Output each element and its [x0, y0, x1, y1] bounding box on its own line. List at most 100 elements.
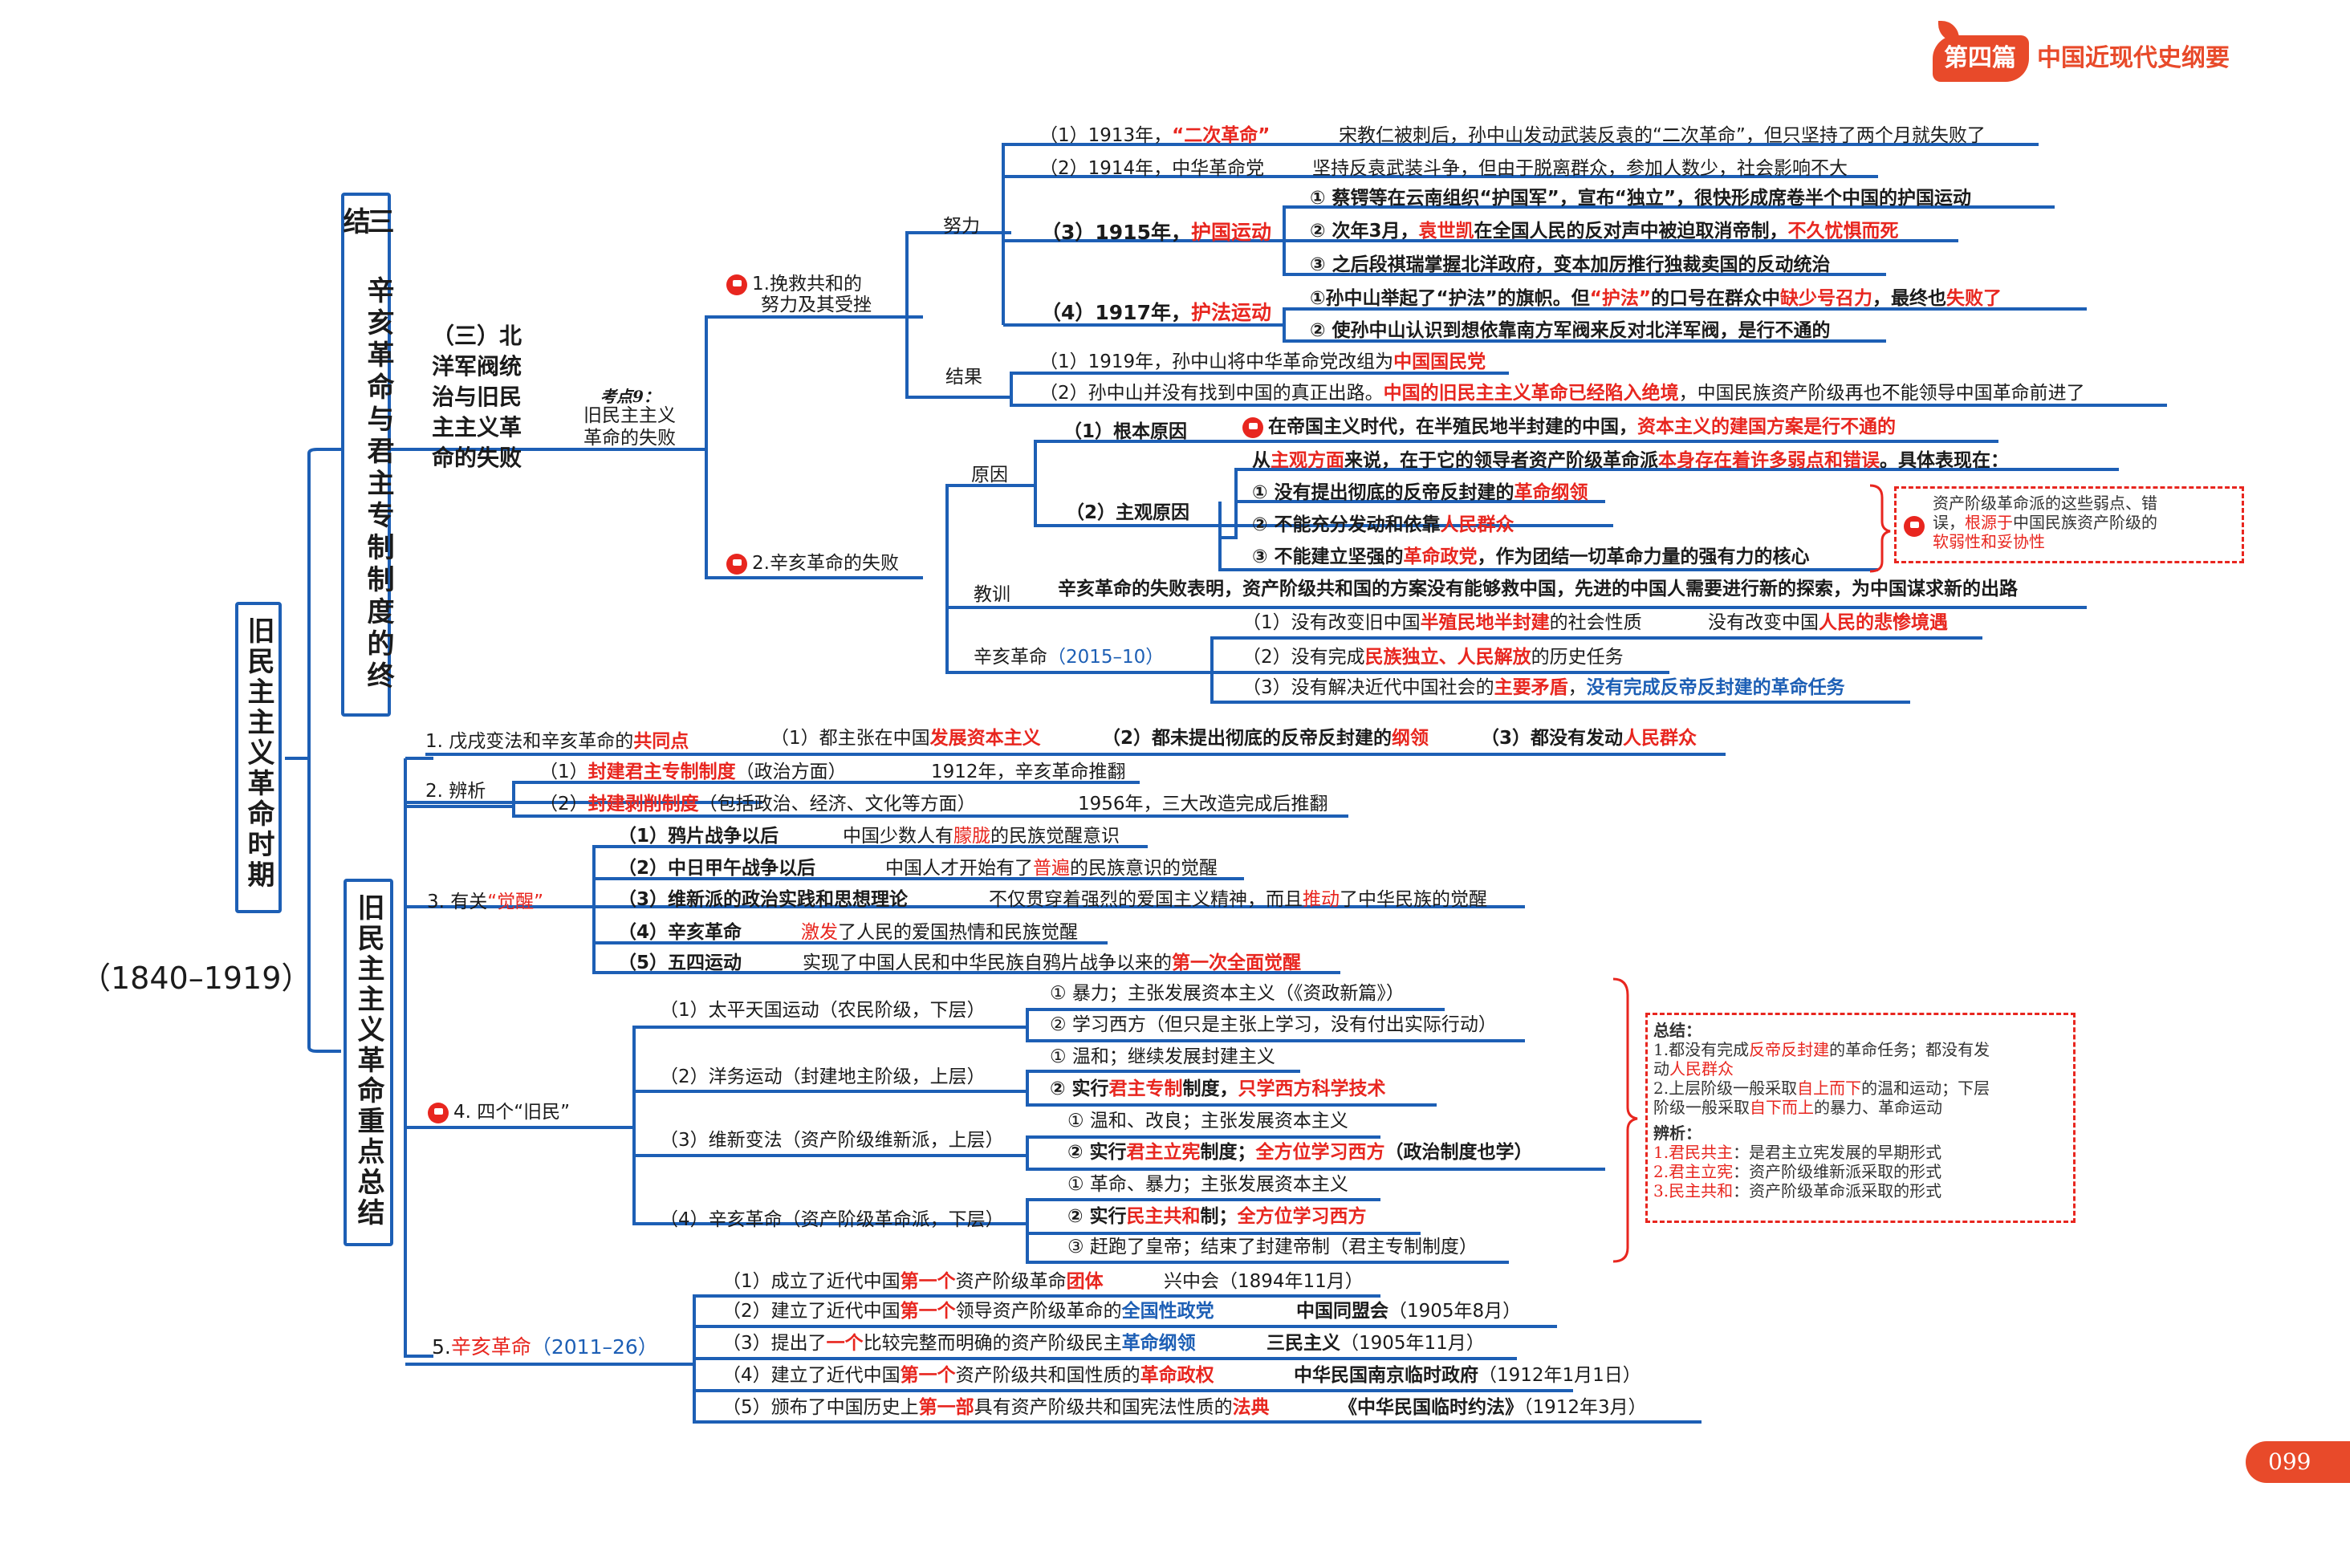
t: 第一个 — [900, 1365, 956, 1386]
t: ② 不能充分发动和依靠 — [1252, 514, 1441, 535]
note-line: 误，根源于中国民族资产阶级的 — [1933, 513, 2157, 532]
summary-5: 5.辛亥革命（2011–26） — [432, 1336, 658, 1359]
t: 没有改变中国 — [1708, 612, 1819, 633]
t: “护法” — [1589, 288, 1651, 309]
t: （1912年3月） — [1523, 1397, 1647, 1418]
t: 的社会性质 — [1549, 612, 1642, 633]
t: （5）颁布了中国历史上 — [722, 1397, 919, 1418]
t: ① 没有提出彻底的反帝反封建的 — [1252, 482, 1514, 503]
t: 的革命任务；都没有发 — [1829, 1040, 1990, 1059]
header-badge-text: 第四篇 — [1944, 44, 2016, 72]
note-line: 1.都没有完成反帝反封建的革命任务；都没有发 — [1653, 1040, 1990, 1059]
t: 三民主义 — [1266, 1333, 1340, 1354]
t: 辛亥革命 — [450, 1335, 531, 1359]
note-line: 2.上层阶级一般采取自上而下的温和运动；下层 — [1653, 1079, 1990, 1098]
t: 普遍 — [1033, 858, 1070, 879]
t: 团体 — [1066, 1271, 1104, 1292]
t: ，中国民族资产阶级再也不能领导中国革命前进了 — [1678, 383, 2085, 404]
summary-4: 4. 四个“旧民” — [428, 1101, 570, 1123]
summary-4-4b: ② 实行民主共和制；全方位学习西方 — [1067, 1205, 1366, 1228]
t: 封建君主专制制度 — [588, 762, 736, 782]
t: ② 次年3月， — [1310, 221, 1419, 242]
xinhai-1: （1）没有改变旧中国半殖民地半封建的社会性质 — [1242, 611, 1642, 634]
summary-3-2-desc: 中国人才开始有了普遍的民族意识的觉醒 — [885, 857, 1218, 879]
effort-4-2: ② 使孙中山认识到想依靠南方军阀来反对北洋军阀，是行不通的 — [1310, 320, 1831, 341]
t: （1905年8月） — [1388, 1301, 1522, 1322]
effort-1: （1）1913年，“二次革命” — [1039, 124, 1270, 147]
node-save-republic: 1.挽救共和的 — [726, 273, 862, 295]
kaodian-label: 考点9： — [600, 387, 660, 406]
t: （2011–26） — [531, 1335, 658, 1359]
t: 革命政党 — [1403, 546, 1478, 567]
t: 只学西方科学技术 — [1238, 1079, 1386, 1099]
t: （2015–10） — [1047, 647, 1165, 668]
t: 《中华民国临时约法》 — [1339, 1397, 1523, 1418]
t: 法典 — [1232, 1397, 1270, 1418]
t: 反帝反封建 — [1749, 1040, 1830, 1059]
part3-title: 三 辛亥革命与君主专制制度的终结 — [338, 207, 394, 693]
t: 在帝国主义时代，在半殖民地半封建的中国， — [1268, 416, 1637, 437]
summary-box: 旧民主主义革命重点总结 — [344, 879, 393, 1246]
t: 根源于 — [1965, 513, 2013, 532]
note-line: 1.君民共主：是君主立宪发展的早期形式 — [1653, 1143, 1990, 1162]
t: 半殖民地半封建 — [1420, 612, 1550, 633]
t: 1. 戊戌变法和辛亥革命的 — [425, 731, 634, 752]
result-1: （1）1919年，孙中山将中华革命党改组为中国国民党 — [1039, 351, 1486, 373]
note-line: 动人民群众 — [1653, 1059, 1990, 1079]
t: 人民群众 — [1440, 514, 1514, 535]
t: 封建剥削制度 — [588, 794, 699, 814]
header-title: 中国近现代史纲要 — [2037, 44, 2230, 72]
t: 4. 四个“旧民” — [453, 1102, 571, 1123]
label-result: 结果 — [945, 367, 982, 388]
t: 从 — [1252, 450, 1271, 471]
lesson-desc: 辛亥革命的失败表明，资产阶级共和国的方案没有能够救中国，先进的中国人需要进行新的… — [1058, 579, 2018, 599]
t: 动 — [1653, 1059, 1669, 1079]
t: 阶级一般采取 — [1653, 1098, 1750, 1117]
t: 护国运动 — [1190, 221, 1271, 244]
t: 人民的悲惨境遇 — [1819, 612, 1948, 633]
t: （2）没有完成 — [1242, 647, 1365, 668]
t: 自上而下 — [1797, 1079, 1862, 1098]
t: 护法运动 — [1190, 301, 1271, 324]
kaodian-line: 旧民主主义 — [583, 405, 676, 426]
summary-3-5: （5）五四运动 — [618, 953, 742, 973]
t: 来说，在于它的领导者资产阶级革命派 — [1344, 450, 1658, 471]
t: 袁世凯 — [1418, 221, 1474, 242]
t: 2.君主立宪 — [1653, 1162, 1734, 1181]
t: （3）都没有发动 — [1481, 728, 1624, 749]
summary-5-4-org: 中华民国南京临时政府（1912年1月1日） — [1294, 1364, 1641, 1387]
t: 了中华民族的觉醒 — [1340, 889, 1487, 910]
note-line: 阶级一般采取自下而上的暴力、革命运动 — [1653, 1098, 1990, 1117]
t: 第一个 — [900, 1301, 956, 1322]
subjective-3: ③ 不能建立坚强的革命政党，作为团结一切革命力量的强有力的核心 — [1252, 546, 1809, 568]
t: 1.君民共主 — [1653, 1143, 1734, 1162]
t: ①孙中山举起了“护法”的旗帜。但 — [1310, 288, 1590, 309]
node-xinhai-failure: 2.辛亥革命的失败 — [726, 552, 899, 575]
t: 革命政权 — [1140, 1365, 1214, 1386]
t: （2）建立了近代中国 — [722, 1301, 901, 1322]
t: ② 实行 — [1067, 1206, 1127, 1227]
effort-3: （3）1915年，护国运动 — [1041, 221, 1271, 244]
t: “觉醒” — [487, 892, 544, 912]
t: 发展资本主义 — [929, 728, 1041, 749]
summary-5-3: （3）提出了一个比较完整而明确的资产阶级民主革命纲领 — [722, 1332, 1196, 1355]
t: （3）1915年， — [1041, 221, 1191, 244]
summary-2-2: （2）封建剥削制度（包括政治、经济、文化等方面） — [539, 793, 976, 815]
note-box-summary — [1645, 1013, 2076, 1223]
t: 3.民主共和 — [1653, 1181, 1734, 1200]
t: （政治方面） — [735, 762, 847, 782]
root-node-box: 旧民主主义革命时期 — [235, 602, 282, 913]
summary-3-3-desc: 不仅贯穿着强烈的爱国主义精神，而且推动了中华民族的觉醒 — [989, 888, 1487, 911]
t: 君主立宪 — [1126, 1142, 1201, 1163]
t: “二次革命” — [1172, 125, 1271, 146]
summary-2: 2. 辨析 — [425, 781, 486, 802]
t: ：资产阶级维新派采取的形式 — [1733, 1162, 1942, 1181]
t: （1）都主张在中国 — [770, 728, 930, 749]
t: 中国国民党 — [1393, 351, 1486, 372]
effort-3-1: ① 蔡锷等在云南组织“护国军”，宣布“独立”，很快形成席卷半个中国的护国运动 — [1310, 188, 1971, 209]
summary-4-1a: ① 暴力；主张发展资本主义（《资政新篇》） — [1050, 983, 1405, 1004]
t: ：是君主立宪发展的早期形式 — [1733, 1143, 1942, 1162]
t: 5. — [432, 1335, 451, 1359]
t: 革命纲领 — [1514, 482, 1588, 503]
